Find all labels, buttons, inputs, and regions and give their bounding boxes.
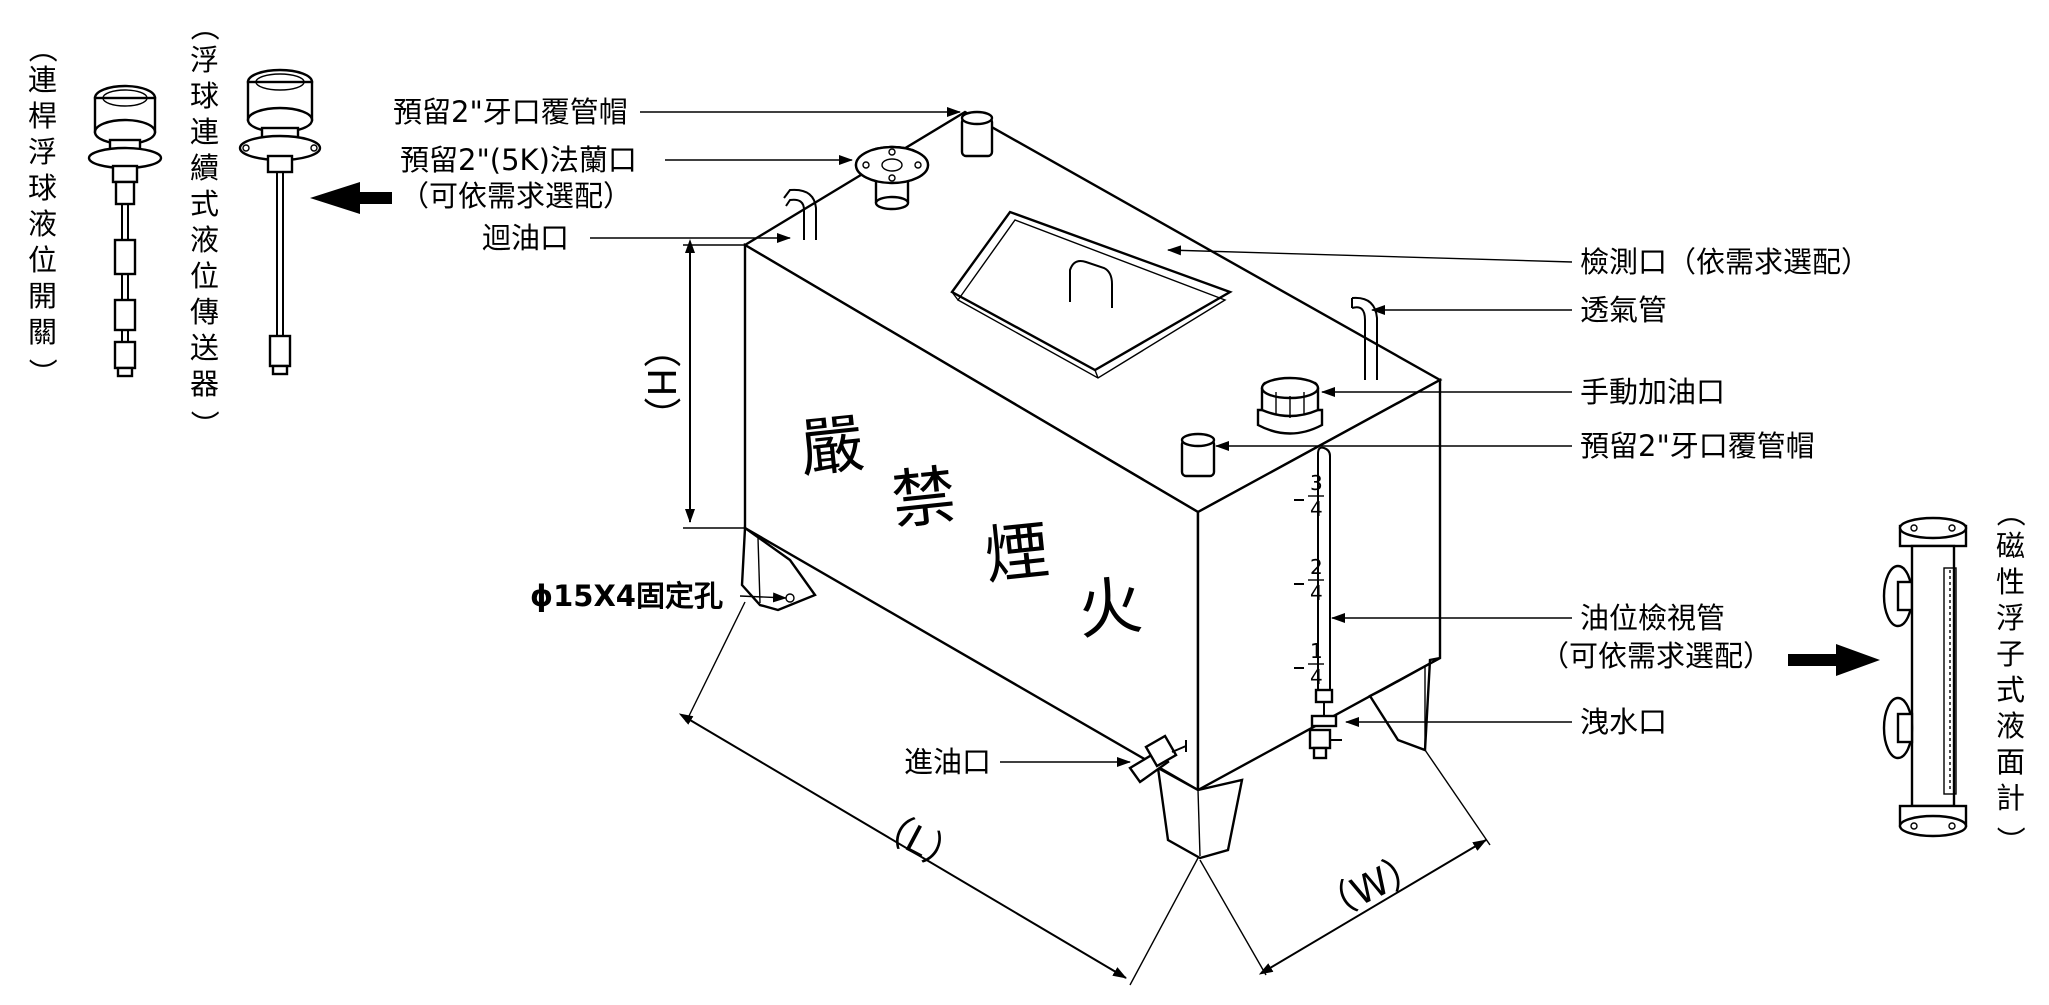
svg-text:（: （ [187, 12, 221, 41]
svg-text:子: 子 [1996, 637, 2025, 671]
svg-text:連: 連 [28, 63, 57, 97]
width-label: （W） [1310, 842, 1431, 931]
svg-text:位: 位 [28, 243, 57, 277]
svg-text:2: 2 [1310, 555, 1323, 579]
label-reserve-flange: 預留2"(5K)法蘭口 [400, 143, 637, 177]
svg-text:磁: 磁 [1996, 529, 2025, 563]
svg-text:（: （ [25, 34, 59, 63]
warning-text: 嚴 禁 煙 火 [796, 407, 1145, 649]
inspection-lid [950, 210, 1233, 379]
svg-text:送: 送 [190, 331, 219, 365]
label-oil-level-gauge-note: （可依需求選配） [1540, 639, 1772, 673]
svg-text:3: 3 [1310, 471, 1323, 495]
svg-text:計: 計 [1996, 781, 2025, 815]
label-reserve-flange-note: （可依需求選配） [400, 179, 632, 213]
gauge-marks: 3 4 2 4 1 4 [1308, 471, 1324, 689]
svg-text:球: 球 [190, 79, 219, 113]
svg-text:開: 開 [28, 279, 57, 313]
gauge-mark-quarter: 1 4 [1308, 639, 1324, 689]
length-label: （L） [865, 799, 971, 883]
cap-top [960, 110, 994, 158]
svg-text:器: 器 [190, 367, 219, 401]
label-reserve-cap-right: 預留2"牙口覆管帽 [1580, 429, 1815, 463]
return-oil-pipe [783, 188, 817, 240]
svg-text:傳: 傳 [190, 295, 219, 329]
callout-leaders [590, 107, 1573, 767]
warning-char-1: 嚴 [796, 407, 867, 487]
svg-text:1: 1 [1310, 639, 1323, 663]
svg-text:液: 液 [190, 223, 219, 257]
flange-port [854, 145, 930, 211]
svg-text:浮: 浮 [28, 135, 57, 169]
svg-text:浮: 浮 [190, 43, 219, 77]
warning-char-4: 火 [1074, 569, 1145, 649]
height-label: （H） [639, 330, 683, 435]
svg-text:性: 性 [1996, 565, 2025, 599]
inlet-valve [1128, 734, 1187, 784]
magnetic-level-gauge-device [1882, 516, 1968, 838]
width-dimension: （W） [1199, 749, 1491, 976]
svg-text:球: 球 [28, 171, 57, 205]
label-drain: 洩水口 [1580, 705, 1667, 739]
svg-text:4: 4 [1310, 665, 1323, 689]
vent-pipe [1351, 296, 1378, 380]
rod-float-switch-label: （ 連 桿 浮 球 液 位 開 關 ） [25, 34, 59, 387]
svg-text:式: 式 [190, 187, 219, 221]
arrow-right-icon [1788, 644, 1880, 676]
label-vent-pipe: 透氣管 [1580, 293, 1667, 327]
float-transmitter-device [238, 68, 322, 376]
label-return-oil: 迴油口 [482, 221, 569, 255]
manual-fill-cap [1256, 376, 1324, 435]
svg-text:）: ） [25, 358, 59, 387]
label-inspection-port: 檢測口（依需求選配） [1580, 245, 1870, 279]
float-transmitter-label: （ 浮 球 連 續 式 液 位 傳 送 器 ） [187, 12, 221, 439]
tank-legs [740, 525, 1441, 860]
svg-text:位: 位 [190, 259, 219, 293]
height-dimension: （H） [639, 239, 745, 529]
svg-text:）: ） [1993, 826, 2027, 855]
warning-char-3: 煙 [981, 514, 1052, 594]
svg-text:液: 液 [28, 207, 57, 241]
gauge-mark-half: 2 4 [1308, 555, 1324, 605]
label-fixing-hole: ϕ15X4固定孔 [530, 579, 723, 613]
oil-level-sight-tube [1294, 446, 1338, 728]
svg-text:桿: 桿 [28, 99, 57, 133]
svg-text:連: 連 [190, 115, 219, 149]
svg-text:4: 4 [1310, 497, 1323, 521]
svg-text:式: 式 [1996, 673, 2025, 707]
label-reserve-cap-top: 預留2"牙口覆管帽 [393, 95, 628, 129]
label-oil-level-gauge: 油位檢視管 [1580, 601, 1725, 635]
svg-text:浮: 浮 [1996, 601, 2025, 635]
label-manual-fill: 手動加油口 [1580, 375, 1725, 409]
gauge-mark-three-quarter: 3 4 [1308, 471, 1324, 521]
rod-float-switch-device [87, 84, 163, 378]
svg-text:面: 面 [1996, 745, 2025, 779]
svg-text:4: 4 [1310, 581, 1323, 605]
leg-right [1368, 656, 1441, 752]
svg-text:液: 液 [1996, 709, 2025, 743]
label-inlet: 進油口 [904, 745, 991, 779]
svg-text:）: ） [187, 410, 221, 439]
svg-text:（: （ [1993, 498, 2027, 527]
drain-valve [1308, 728, 1342, 760]
arrow-left-icon [310, 182, 392, 214]
svg-text:關: 關 [28, 315, 57, 349]
magnetic-level-gauge-label: （ 磁 性 浮 子 式 液 面 計 ） [1993, 498, 2027, 855]
cap-right [1180, 432, 1216, 478]
warning-char-2: 禁 [888, 459, 959, 539]
svg-text:續: 續 [190, 151, 219, 185]
